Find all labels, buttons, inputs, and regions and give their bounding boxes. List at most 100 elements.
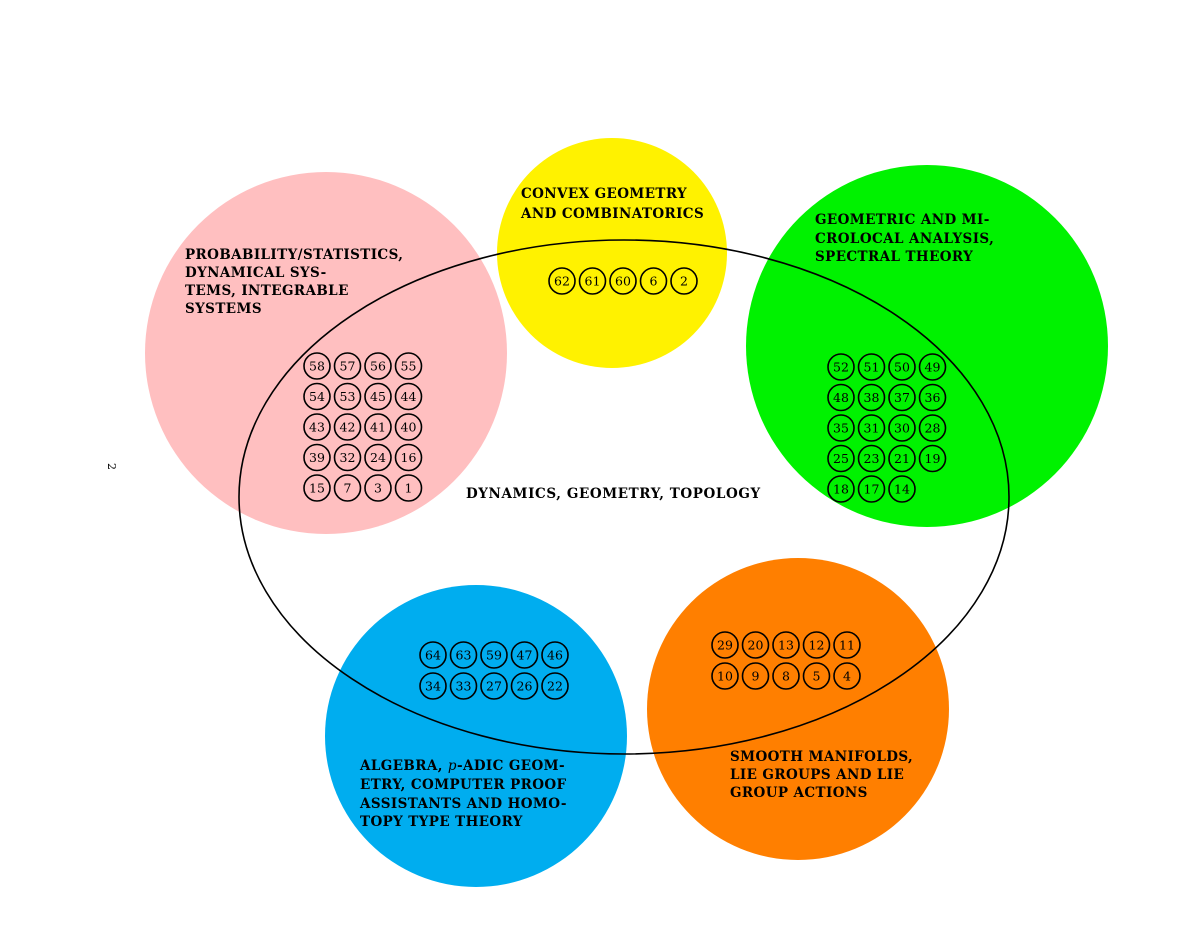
badge-ring <box>394 382 423 411</box>
badge-50: 50 <box>888 353 916 381</box>
geometric-circle <box>746 165 1108 527</box>
badge-54: 54 <box>303 382 331 411</box>
badge-number: 34 <box>425 679 441 694</box>
badge-29: 29 <box>711 631 739 659</box>
badge-ring <box>303 382 331 411</box>
badge-number: 13 <box>778 638 794 653</box>
badge-number: 25 <box>833 451 849 466</box>
badge-number: 19 <box>925 451 941 466</box>
badge-38: 38 <box>857 383 886 412</box>
badge-ring <box>364 443 392 472</box>
badge-11: 11 <box>833 631 861 659</box>
badge-number: 47 <box>517 648 533 663</box>
badge-number: 63 <box>456 648 472 663</box>
badge-number: 57 <box>340 359 356 374</box>
badge-60: 60 <box>609 267 637 295</box>
badge-number: 23 <box>864 451 880 466</box>
badge-number: 43 <box>309 420 325 435</box>
badge-number: 17 <box>864 482 880 497</box>
badge-ring <box>541 641 569 669</box>
badge-ring <box>827 414 855 442</box>
badge-45: 45 <box>364 382 392 411</box>
badge-number: 37 <box>894 390 910 405</box>
badge-14: 14 <box>888 475 916 503</box>
badge-number: 56 <box>370 359 386 374</box>
badge-number: 41 <box>370 420 386 435</box>
badge-number: 36 <box>925 390 941 405</box>
badge-ring <box>888 475 916 503</box>
badge-8: 8 <box>772 662 800 690</box>
badge-ring <box>394 443 423 472</box>
badge-ring <box>888 444 916 473</box>
badge-ring <box>772 662 800 690</box>
badge-number: 28 <box>925 421 941 436</box>
badge-44: 44 <box>394 382 423 411</box>
badge-2: 2 <box>670 267 698 295</box>
badge-number: 16 <box>401 450 417 465</box>
badge-number: 58 <box>309 359 325 374</box>
badge-ring <box>802 662 831 690</box>
badge-ring <box>394 474 423 502</box>
badge-ring <box>857 383 886 412</box>
page-number: 2 <box>105 463 118 470</box>
badge-ring <box>394 413 423 441</box>
badge-18: 18 <box>827 475 855 503</box>
badge-number: 1 <box>405 481 413 496</box>
badge-number: 59 <box>486 648 502 663</box>
badge-62: 62 <box>548 267 576 295</box>
badge-ring <box>510 672 539 700</box>
badge-number: 30 <box>894 421 910 436</box>
badge-ring <box>394 352 423 380</box>
badge-number: 11 <box>839 638 855 653</box>
badge-number: 9 <box>752 669 760 684</box>
badge-55: 55 <box>394 352 423 380</box>
badge-32: 32 <box>333 443 362 472</box>
badge-ring <box>303 474 331 502</box>
badge-ring <box>578 267 607 295</box>
badge-42: 42 <box>333 413 362 441</box>
badge-ring <box>449 672 478 700</box>
badge-46: 46 <box>541 641 569 669</box>
badge-ring <box>303 352 331 380</box>
badge-64: 64 <box>419 641 447 669</box>
badge-ring <box>333 382 362 411</box>
badge-24: 24 <box>364 443 392 472</box>
badge-ring <box>548 267 576 295</box>
badge-ring <box>918 353 947 381</box>
badge-ring <box>827 353 855 381</box>
badge-16: 16 <box>394 443 423 472</box>
badge-7: 7 <box>333 474 362 502</box>
badge-number: 54 <box>309 389 325 404</box>
badge-number: 15 <box>309 481 325 496</box>
dynamics-ellipse <box>238 239 1010 755</box>
badge-number: 61 <box>585 274 601 289</box>
badge-ring <box>303 413 331 441</box>
badge-6: 6 <box>639 267 668 295</box>
badge-ring <box>303 443 331 472</box>
badge-ring <box>827 383 855 412</box>
badge-37: 37 <box>888 383 916 412</box>
badge-48: 48 <box>827 383 855 412</box>
badge-61: 61 <box>578 267 607 295</box>
algebra-label: ALGEBRA, p-ADIC GEOM- ETRY, COMPUTER PRO… <box>359 758 572 830</box>
badge-25: 25 <box>827 444 855 473</box>
algebra-circle <box>325 585 627 887</box>
badge-ring <box>711 631 739 659</box>
badge-58: 58 <box>303 352 331 380</box>
smooth-label: SMOOTH MANIFOLDS, LIE GROUPS AND LIE GRO… <box>730 749 918 801</box>
badge-27: 27 <box>480 672 508 700</box>
badge-number: 8 <box>782 669 790 684</box>
badge-ring <box>918 444 947 473</box>
badge-20: 20 <box>741 631 770 659</box>
badge-ring <box>333 352 362 380</box>
badge-ring <box>857 353 886 381</box>
badge-number: 7 <box>344 481 352 496</box>
badge-number: 52 <box>833 360 849 375</box>
badge-number: 4 <box>843 669 851 684</box>
badge-59: 59 <box>480 641 508 669</box>
badge-number: 33 <box>456 679 472 694</box>
